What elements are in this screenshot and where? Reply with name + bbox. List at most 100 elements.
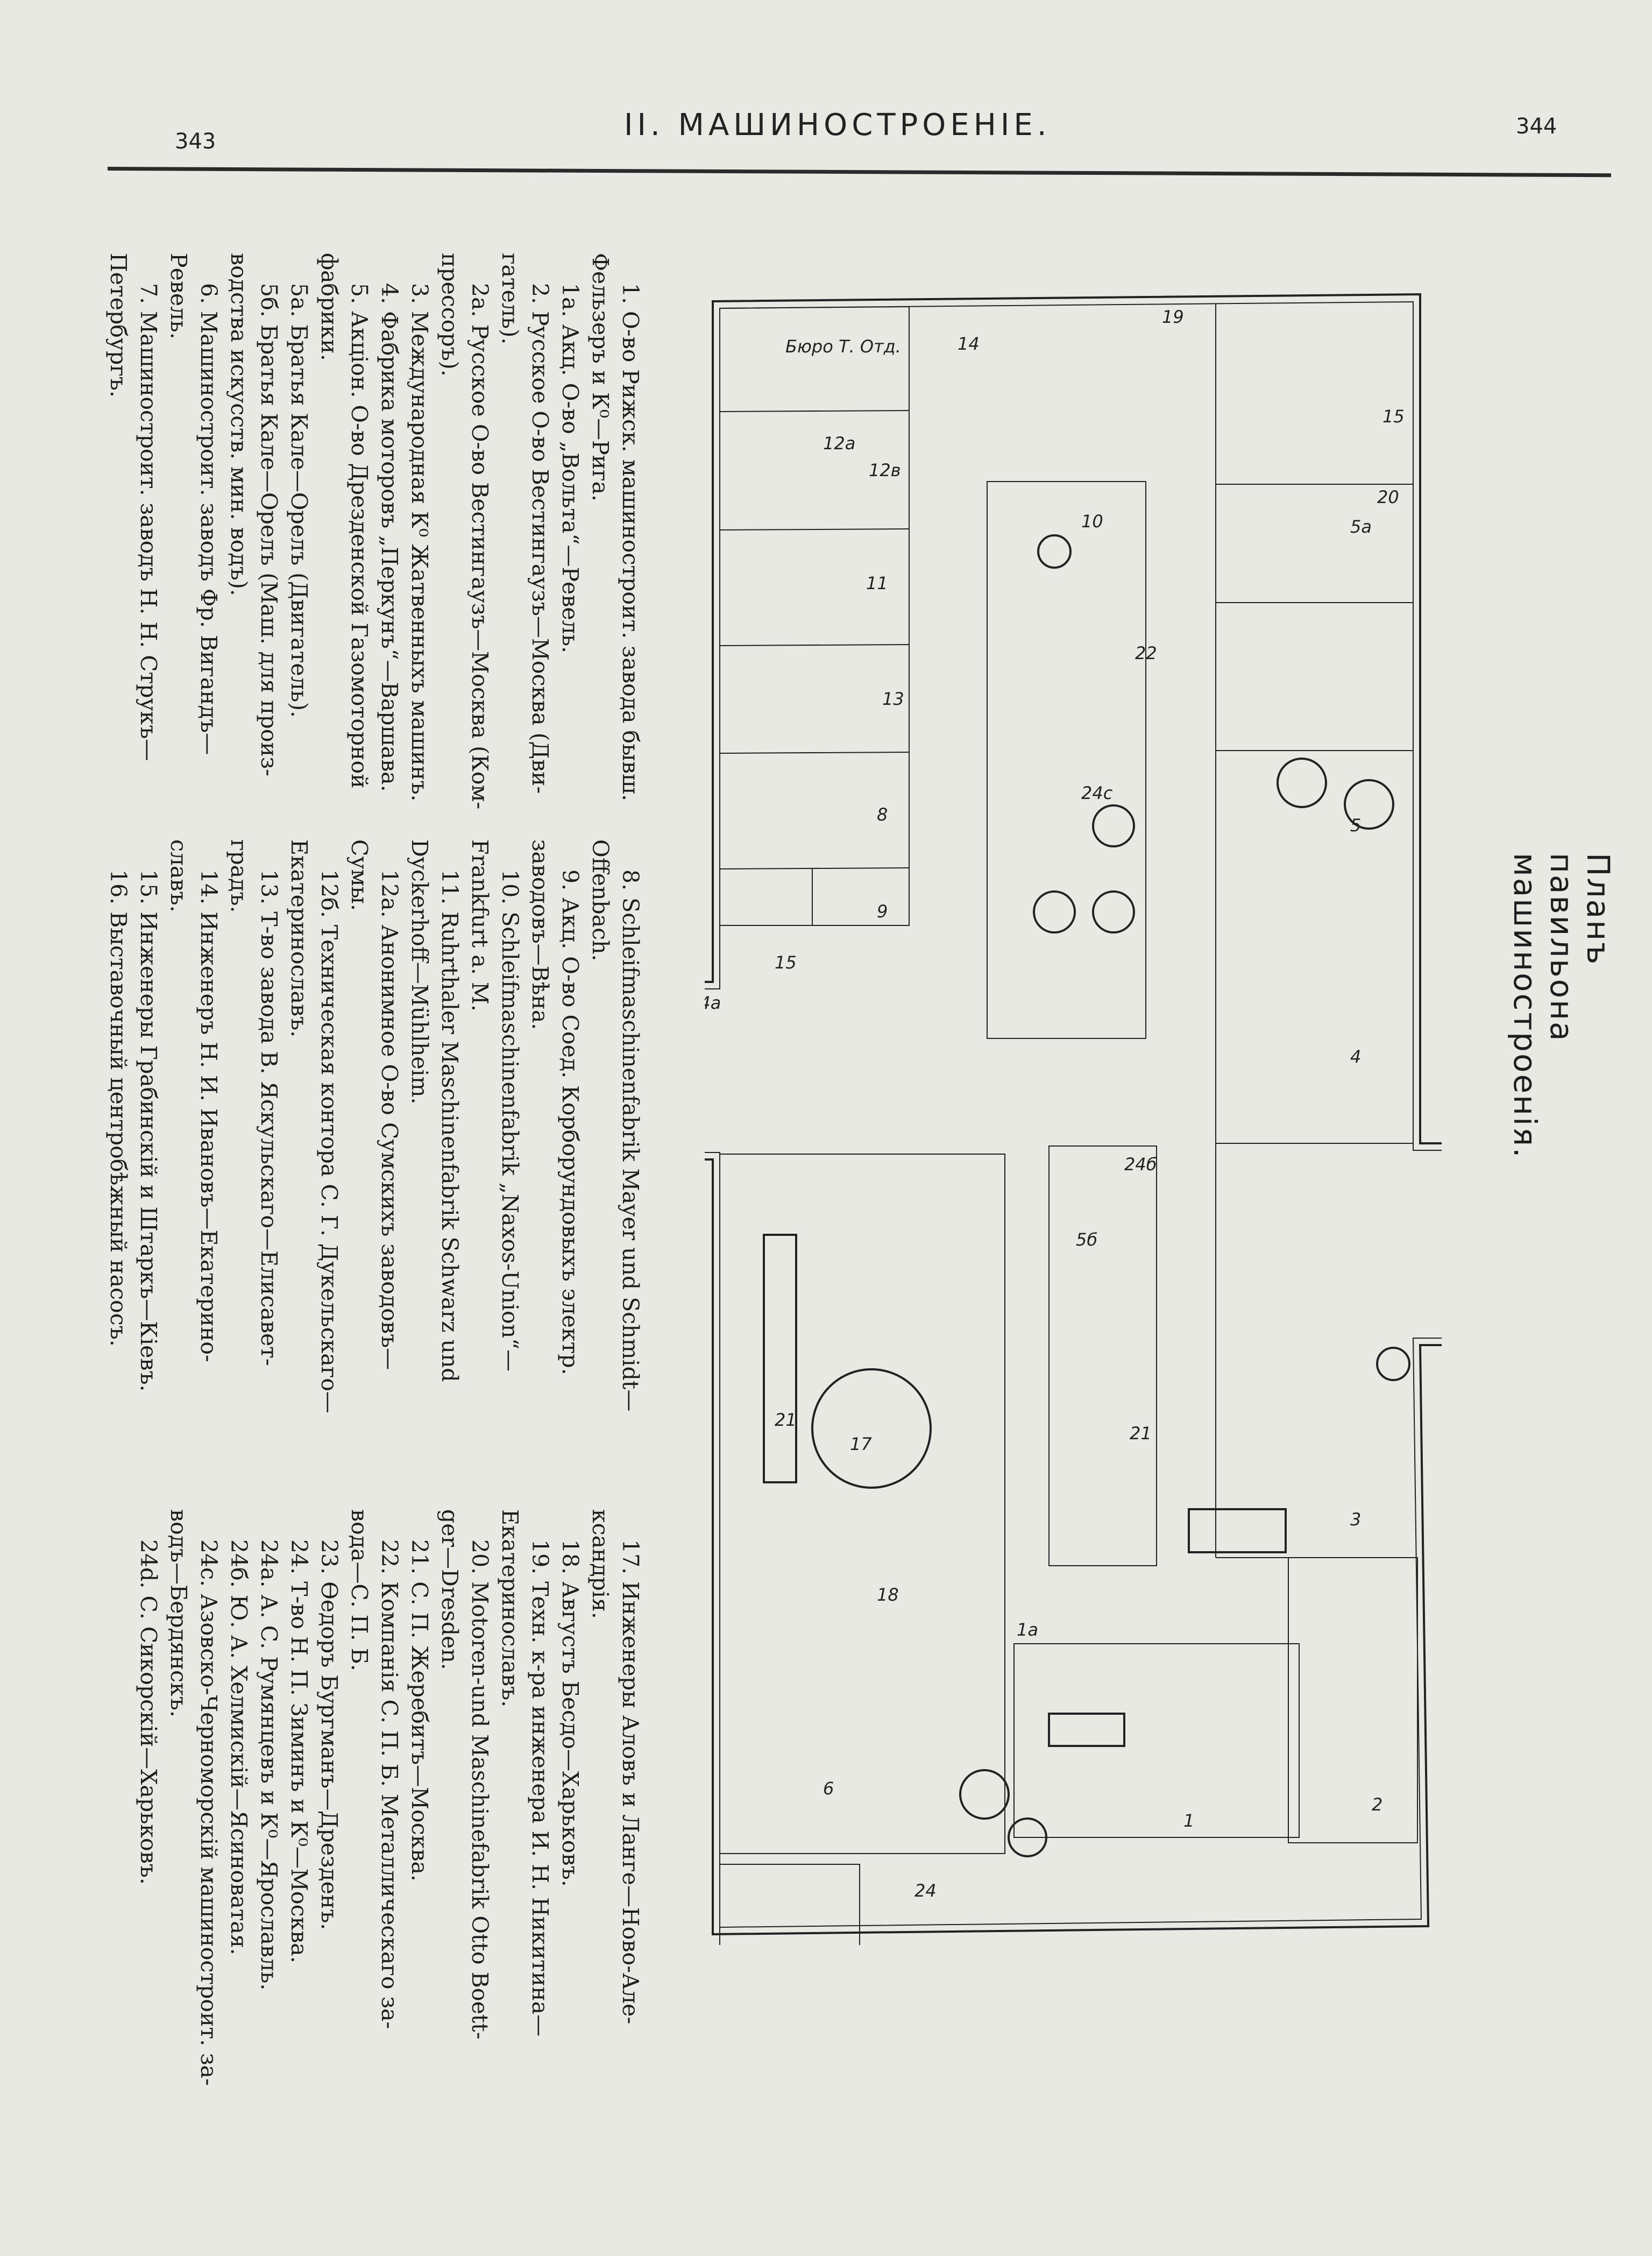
header-rule [107,167,1611,178]
plan-label-1a: 1a [1017,1619,1038,1640]
legend-line: 2. Русское О-во Вестингаузъ—Москва (Дви- [527,283,553,794]
legend-line: 18. Августъ Бесдо—Харьковъ. [557,1539,583,1887]
plan-label-13: 13 [882,689,904,709]
plan-label-11: 11 [866,573,888,593]
legend-line: 4. Фабрика моторовъ „Перкунъ“—Варшава. [377,283,402,792]
legend-line: 23. Өедоръ Бургманъ—Дрезденъ. [316,1539,342,1930]
legend-line: ксандрія. [587,1509,613,1619]
plan-label-10: 10 [1081,511,1103,532]
plan-label-1: 1 [1183,1811,1194,1831]
legend-line: Ревель. [166,253,192,340]
plan-label-22: 21 [1130,1423,1152,1444]
legend-line: 22. Компанія С. П. Б. Металлическаго за- [377,1539,402,2029]
plan-label-bureau: Бюро Т. Отд. [785,336,901,357]
legend-line: вода—С. П. Б. [346,1509,372,1671]
legend-line: 5а. Братья Кале—Орелъ (Двигатель). [286,283,312,718]
legend-line: 16. Выставочный центробѣжный насосъ. [105,869,131,1347]
legend-line: 9. Акц. О-во Соед. Корборундовыхъ электр… [557,869,583,1375]
plan-label-15: 15 [775,952,797,973]
plan-label-23: 22 [1135,643,1157,663]
plan-label-24: 24 [914,1880,937,1901]
page-number-right: 344 [1516,114,1557,139]
legend-line: Dyckerhoff—Mühlheim. [407,839,433,1105]
plan-label-4: 4 [1350,1046,1361,1067]
legend-line: 11. Ruhrthaler Maschinenfabrik Schwarz u… [437,869,463,1382]
legend-line: 21. С. П. Жеребитъ—Москва. [407,1539,433,1882]
legend-line: 24б. Ю. А. Хелмискій—Ясиноватая. [226,1539,252,1955]
legend-line: фабрики. [316,253,342,361]
plan-label-21: 21 [775,1410,797,1430]
legend-line: 5. Акціон. О-во Дрезденской Газомоторной [346,283,372,789]
plan-label-24a: 24а [705,993,721,1013]
legend-line: ger—Dresden. [437,1509,463,1670]
stand-6 [719,1864,860,1945]
legend-line: 10. Schleifmaschinenfabrik „Naxos-Union“… [497,869,523,1372]
plan-label-18: 18 [877,1585,899,1605]
legend-line: 12б. Техническая контора С. Г. Дукельска… [316,869,342,1413]
plan-label-5a: 5a [1350,517,1372,537]
plan-label-5: 5 [1350,815,1361,836]
legend-line: гатель). [497,253,523,345]
section-title: II. МАШИНОСТРОЕНIЕ. [624,108,1051,143]
plan-label-6: 6 [823,1778,834,1799]
legend-line: 2а. Русское О-во Вестингаузъ—Москва (Ком… [467,283,493,810]
legend-line: 5б. Братья Кале—Орелъ (Маш. для произ- [256,283,282,776]
plan-label-12a: 12а [823,433,855,454]
plan-label-19: 19 [1162,307,1184,327]
legend-line: водъ—Бердянскъ. [166,1509,192,1717]
pavilion-outer-wall [705,293,1442,1936]
legend-line: 1. О-во Рижск. машиностроит. завода бывш… [618,283,643,801]
legend-line: 8. Schleifmaschinenfabrik Mayer und Schm… [618,869,643,1412]
legend-line: Екатеринославъ. [286,839,312,1038]
plan-label-12v: 12в [869,460,901,480]
legend-line: 14. Инженеръ Н. И. Ивановъ—Екатерино- [196,869,222,1362]
legend-line: 24а. А. С. Румянцевъ и К⁰—Ярославль. [256,1539,282,1991]
legend-line: прессоръ). [437,253,463,377]
page-number-left: 343 [175,129,216,154]
legend-line: 12а. Анонимное О-во Сумскихъ заводовъ— [377,869,402,1370]
plan-label-14: 14 [958,334,980,354]
legend-line: 17. Инженеры Аловъ и Ланге—Ново-Але- [618,1539,643,2025]
legend-line: водства искусств. мин. водъ). [226,253,252,596]
legend-line: Сумы. [346,839,372,911]
legend-line: 3. Международная К⁰ Жатвенныхъ машинъ. [407,283,433,802]
legend-line: Петербургъ. [105,253,131,398]
legend-line: 6. Машиностроит. заводъ Фр. Вигандъ— [196,283,222,755]
legend-line: 15. Инженеры Грабинскій и Штаркъ—Кіевъ. [136,869,161,1392]
pavilion-outer-wall-inner [705,301,1442,1928]
legend-line: 13. Т-во завода В. Яскульскаго—Елисавет- [256,869,282,1366]
plan-label-24b: 24б [1124,1154,1157,1175]
legend-line: Фельзеръ и К⁰—Рига. [587,253,613,502]
legend-line: Frankfurt a. M. [467,839,493,1012]
plan-label-16: 15 [1382,406,1405,427]
legend-column-b: 8. Schleifmaschinenfabrik Mayer und Schm… [103,839,646,1413]
legend-column-a: 1. О-во Рижск. машиностроит. завода бывш… [103,253,646,809]
plan-label-2: 2 [1372,1794,1382,1815]
plan-label-9: 9 [877,901,888,922]
legend-line: 24. Т-во Н. П. Зиминъ и К⁰—Москва. [286,1539,312,1963]
legend-line: Offenbach. [587,839,613,961]
legend-column-c: 17. Инженеры Аловъ и Ланге—Ново-Але-ксан… [133,1509,646,2086]
legend-line: 24d. С. Сикорскій—Харьковъ. [136,1539,161,1885]
stand-5b-22 [1048,1145,1157,1566]
plan-label-24c: 24с [1081,783,1113,803]
legend-line: градъ. [226,839,252,913]
stand-group-1-2 [719,1154,1005,1854]
plan-label-3b: 3 [1350,1509,1361,1530]
legend-line: 24с. Азовско-Черноморскій машиностроит. … [196,1539,222,2086]
legend-line: 19. Техн. к-ра инженера И. Н. Никитина— [527,1539,553,2036]
legend-line: заводовъ—Вѣна. [527,839,553,1030]
plan-label-17: 17 [850,1434,872,1454]
legend-line: 20. Motoren-und Maschinefabrik Otto Boet… [467,1539,493,2040]
left-wing-wall [719,306,910,926]
plan-label-5b: 5б [1076,1229,1097,1250]
plan-title: Планъ павильона машиностроенія. [1507,853,1616,1159]
pavilion-floor-plan: 15 5a 5 4 3 3 2 1 1a 10 24с 22 5б 21 24б… [705,293,1442,1945]
legend-line: славъ. [166,839,192,913]
legend-line: 7. Машиностроит. заводъ Н. Н. Струкъ— [136,283,161,761]
stand-1 [1013,1643,1300,1838]
legend-line: 1а. Акц. О-во „Вольта“—Ревель. [557,283,583,654]
plan-label-8: 8 [877,804,888,825]
legend-line: Екатеринославъ. [497,1509,523,1708]
plan-label-20: 20 [1377,487,1399,507]
